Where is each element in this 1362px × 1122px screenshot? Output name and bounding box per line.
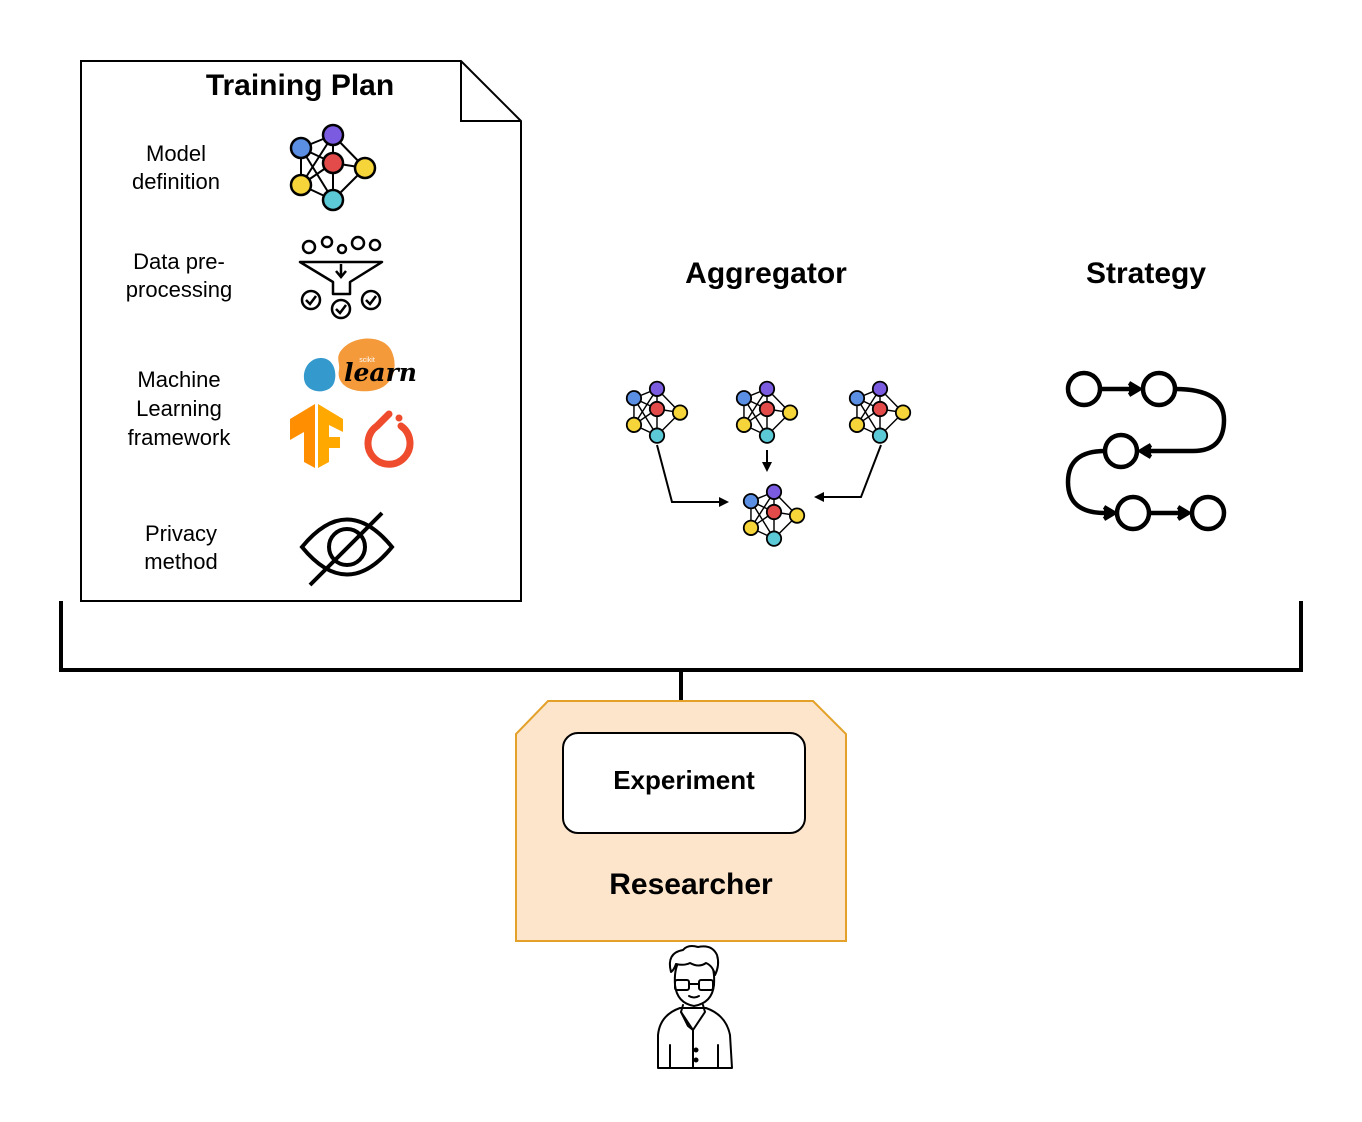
aggregator-title: Aggregator	[685, 257, 847, 290]
data-preprocessing-label: Data pre- processing	[125, 249, 233, 302]
tensorflow-logo	[290, 404, 343, 468]
researcher-person-icon	[657, 945, 733, 1069]
strategy-path-icon	[1065, 370, 1227, 532]
training-plan-document	[80, 60, 522, 602]
client-model-left	[625, 380, 689, 444]
sklearn-learn-text: learn	[344, 358, 417, 387]
training-plan-title: Training Plan	[205, 69, 395, 102]
data-funnel-icon	[298, 235, 384, 320]
global-model	[742, 483, 806, 547]
experiment-title: Experiment	[613, 765, 755, 795]
experiment-box	[562, 732, 806, 834]
scikit-learn-logo	[303, 338, 395, 392]
model-definition-label: Model definition	[131, 141, 221, 194]
eye-slash-icon	[299, 511, 395, 587]
sklearn-small-text: scikit	[359, 357, 375, 364]
pytorch-logo	[364, 410, 414, 468]
aggregation-network-icon	[625, 380, 912, 547]
privacy-method-label: Privacy method	[144, 521, 218, 574]
strategy-title: Strategy	[1085, 257, 1207, 290]
ml-framework-label: Machine Learning framework	[127, 367, 231, 450]
client-model-right	[848, 380, 912, 444]
researcher-title: Researcher	[609, 868, 773, 901]
client-model-center	[735, 380, 799, 444]
